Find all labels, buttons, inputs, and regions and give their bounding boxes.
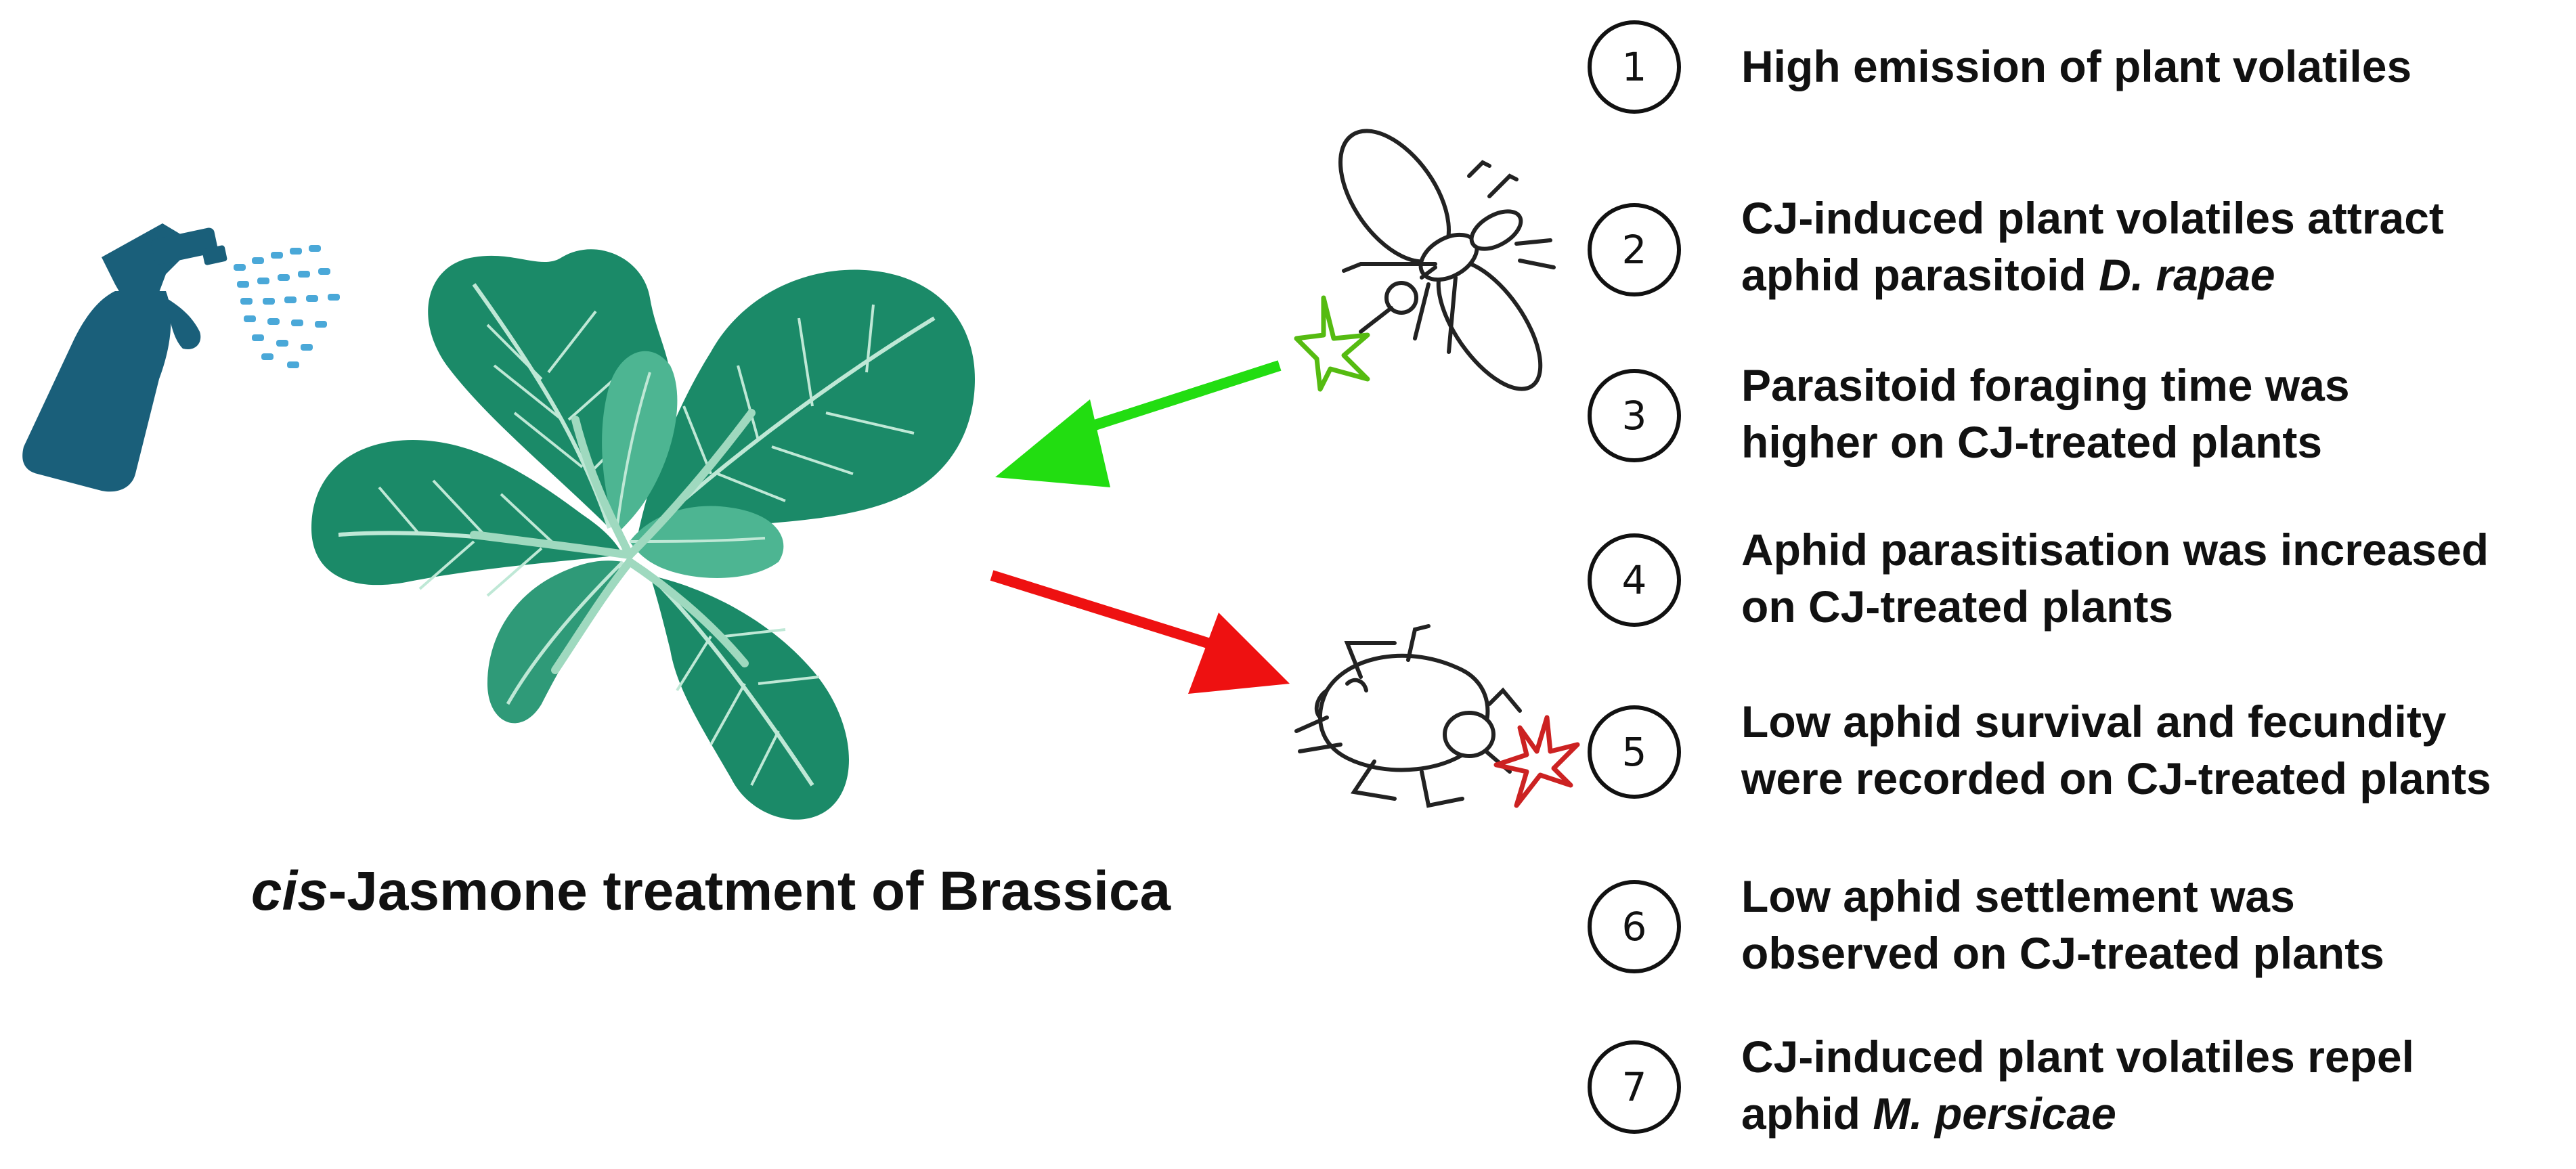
step-5: 5 Low aphid survival and fecundity were r…	[1588, 697, 2569, 841]
step-number-3: 3	[1588, 369, 1681, 462]
step-2: 2 CJ-induced plant volatiles attract aphi…	[1588, 193, 2569, 338]
step-3-line-2: higher on CJ-treated plants	[1741, 417, 2323, 467]
caption-text: -Jasmone treatment of Brassica	[328, 860, 1171, 922]
step-text-2: CJ-induced plant volatiles attract aphid …	[1741, 190, 2444, 303]
step-7-species: M. persicae	[1873, 1088, 2116, 1139]
brassica-plant-icon	[311, 249, 975, 820]
spray-bottle-icon	[22, 223, 227, 492]
step-5-line-2: were recorded on CJ-treated plants	[1741, 753, 2491, 803]
caption-italic: cis	[250, 860, 328, 922]
parasitoid-wasp-icon	[1338, 129, 1556, 391]
step-7-line-1: CJ-induced plant volatiles repel	[1741, 1032, 2414, 1082]
step-2-line-1: CJ-induced plant volatiles attract	[1741, 193, 2444, 243]
step-6-line-2: observed on CJ-treated plants	[1741, 928, 2384, 978]
step-3-line-1: Parasitoid foraging time was	[1741, 360, 2350, 410]
step-number-7: 7	[1588, 1040, 1681, 1134]
aphid-star-icon	[1493, 715, 1580, 808]
diagram-caption: cis-Jasmone treatment of Brassica	[135, 860, 1286, 923]
repel-arrow	[990, 570, 1290, 694]
step-6: 6 Low aphid settlement was observed on CJ…	[1588, 871, 2569, 1015]
step-1-line-1: High emission of plant volatiles	[1741, 41, 2412, 91]
spray-mist-icon	[234, 245, 340, 368]
step-text-7: CJ-induced plant volatiles repel aphid M.…	[1741, 1028, 2414, 1142]
step-1: 1 High emission of plant volatiles	[1588, 20, 2569, 156]
step-7-line-2: aphid	[1741, 1088, 1873, 1139]
attract-arrow	[995, 360, 1282, 487]
step-number-4: 4	[1588, 533, 1681, 627]
step-text-6: Low aphid settlement was observed on CJ-t…	[1741, 868, 2384, 981]
aphid-icon	[1294, 624, 1522, 808]
step-number-2: 2	[1588, 203, 1681, 296]
step-2-species: D. rapae	[2099, 250, 2275, 300]
step-2-line-2: aphid parasitoid	[1741, 250, 2099, 300]
step-text-4: Aphid parasitisation was increased on CJ-…	[1741, 521, 2489, 635]
step-6-line-1: Low aphid settlement was	[1741, 871, 2295, 921]
step-text-3: Parasitoid foraging time was higher on CJ…	[1741, 357, 2350, 470]
step-number-5: 5	[1588, 705, 1681, 799]
step-4-line-2: on CJ-treated plants	[1741, 581, 2174, 632]
step-number-1: 1	[1588, 20, 1681, 114]
step-5-line-1: Low aphid survival and fecundity	[1741, 697, 2447, 747]
step-3: 3 Parasitoid foraging time was higher on …	[1588, 360, 2569, 504]
step-number-6: 6	[1588, 880, 1681, 973]
step-text-5: Low aphid survival and fecundity were rec…	[1741, 693, 2491, 807]
step-4: 4 Aphid parasitisation was increased on C…	[1588, 525, 2569, 669]
step-4-line-1: Aphid parasitisation was increased	[1741, 525, 2489, 575]
step-text-1: High emission of plant volatiles	[1741, 38, 2411, 95]
parasitoid-star-icon	[1294, 295, 1370, 392]
